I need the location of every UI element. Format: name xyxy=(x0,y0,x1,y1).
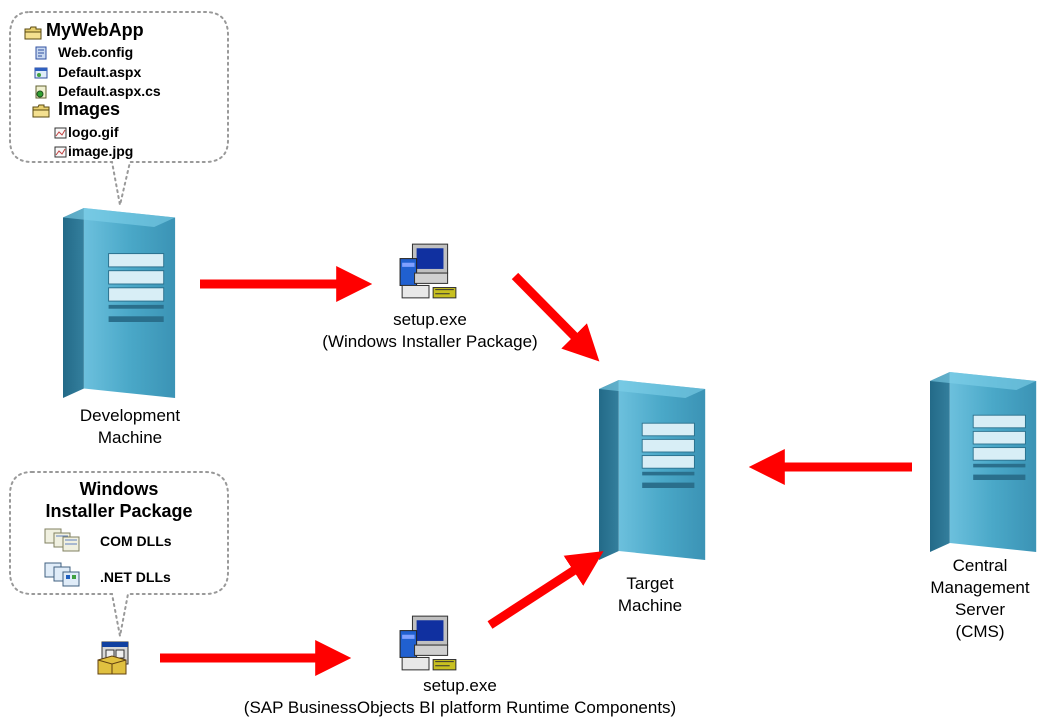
root-folder-label: MyWebApp xyxy=(46,20,144,40)
folder-icon xyxy=(32,104,50,118)
cms-label-line1: Central xyxy=(952,556,1008,575)
com-dlls-label: COM DLLs xyxy=(100,533,172,549)
installer-package-title: Windows Installer Package xyxy=(10,478,228,522)
cms-label-line2: Management xyxy=(930,578,1030,597)
setup-bottom-label: setup.exe (SAP BusinessObjects BI platfo… xyxy=(180,675,740,719)
setup-bottom-line1: setup.exe xyxy=(423,676,497,695)
folder-icon xyxy=(24,26,42,40)
images-folder-label: Images xyxy=(58,99,121,119)
cms-label: Central Management Server (CMS) xyxy=(915,555,1045,643)
file-image-jpg: image.jpg xyxy=(68,143,134,159)
installer-package-callout xyxy=(9,471,229,637)
bubble-title-line1: Windows xyxy=(79,479,159,499)
cms-label-line3: Server xyxy=(954,600,1006,619)
setup-top-line1: setup.exe xyxy=(393,310,467,329)
dev-label-line1: Development xyxy=(79,406,181,425)
com-dll-icon xyxy=(44,528,80,552)
net-dll-icon xyxy=(44,562,80,587)
target-label-line1: Target xyxy=(626,574,674,593)
config-file-icon xyxy=(35,46,47,60)
net-dlls-label: .NET DLLs xyxy=(100,569,171,585)
arrow-setup-to-target xyxy=(511,272,600,362)
image-file-icon xyxy=(54,127,67,139)
setup-bottom-line2: (SAP BusinessObjects BI platform Runtime… xyxy=(243,698,677,717)
development-machine-label: Development Machine xyxy=(50,405,210,449)
web-page-icon xyxy=(34,67,48,79)
arrow-setup-to-target-bottom xyxy=(487,551,604,629)
target-label-line2: Machine xyxy=(617,596,683,615)
file-default-aspx: Default.aspx xyxy=(58,64,142,80)
file-logo-gif: logo.gif xyxy=(68,124,119,140)
dev-label-line2: Machine xyxy=(97,428,163,447)
target-machine-label: Target Machine xyxy=(590,573,710,617)
file-web-config: Web.config xyxy=(58,44,134,60)
setup-top-label: setup.exe (Windows Installer Package) xyxy=(310,309,550,353)
cms-label-line4: (CMS) xyxy=(955,622,1005,641)
bubble-title-line2: Installer Package xyxy=(45,501,193,521)
code-file-icon xyxy=(35,85,47,99)
file-default-aspx-cs: Default.aspx.cs xyxy=(58,83,161,99)
folder-tree-callout xyxy=(9,11,229,206)
installer-package-icon xyxy=(97,641,129,675)
image-file-icon xyxy=(54,146,67,158)
setup-top-line2: (Windows Installer Package) xyxy=(322,332,538,351)
